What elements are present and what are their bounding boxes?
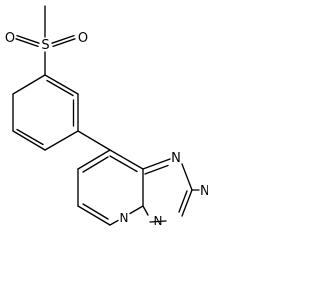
bond-s-o-right	[51, 34, 76, 48]
molecule-structure: S O O N N N NH2	[5, 5, 208, 228]
structure-canvas: S O O N N N NH2	[5, 5, 208, 228]
bond-phenyl-bicycle	[77, 130, 111, 151]
atom-n-bridge: N	[120, 211, 129, 225]
atom-o-left: O	[5, 31, 15, 46]
pyridine-ring	[77, 149, 144, 226]
triazole-ring	[142, 158, 193, 223]
atom-n-triazole-top: N	[171, 151, 181, 166]
atom-s: S	[41, 38, 49, 53]
atom-o-right: O	[78, 31, 88, 46]
amine-nh: NH	[200, 184, 208, 199]
phenyl-ring	[12, 74, 79, 151]
amine-label: NH2	[200, 184, 208, 201]
bond-s-o-left	[15, 34, 40, 48]
atom-n-triazole-bottom: N	[154, 214, 163, 228]
